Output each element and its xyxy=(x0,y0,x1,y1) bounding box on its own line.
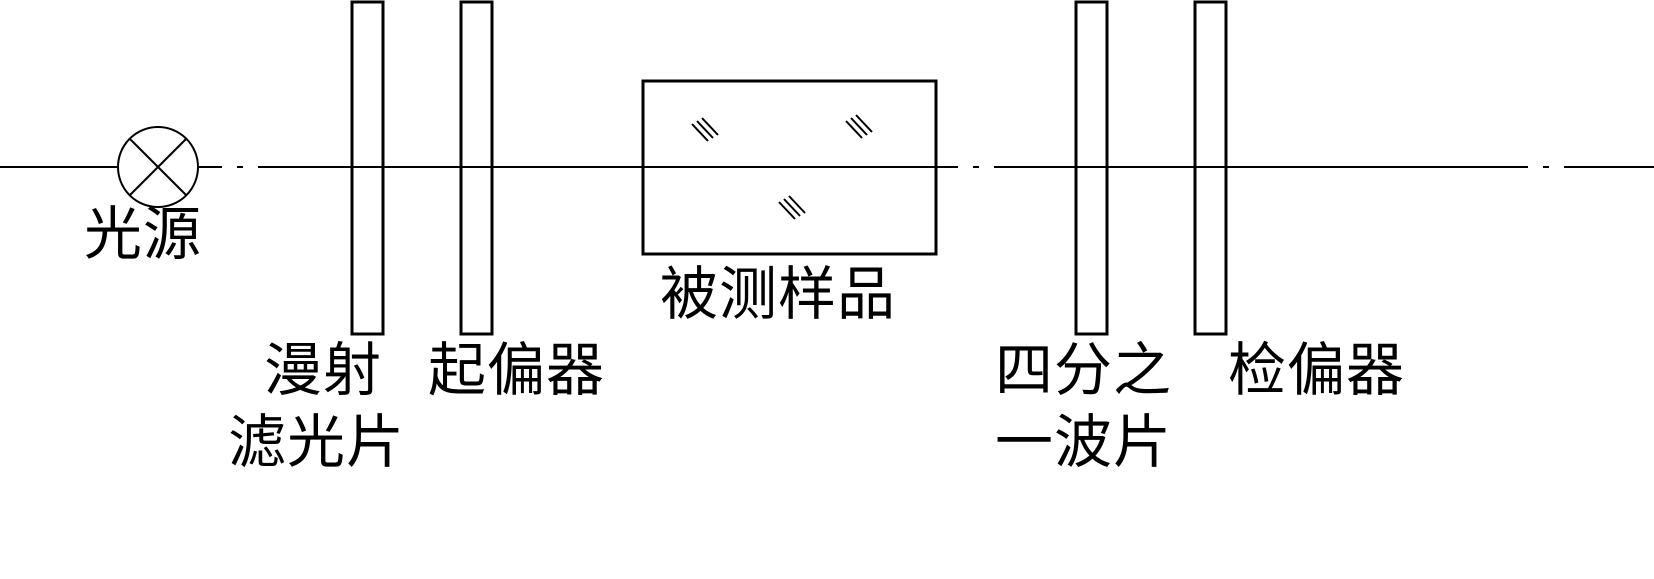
hatch-mark xyxy=(845,114,873,139)
hatch-mark xyxy=(778,195,806,220)
diffuse-filter-label-line1: 漫射 xyxy=(264,336,383,404)
polarizer-label: 起偏器 xyxy=(428,334,605,406)
light-source-label: 光源 xyxy=(84,198,202,270)
sample-label: 被测样品 xyxy=(660,258,896,330)
light-source-label-text: 光源 xyxy=(84,200,203,268)
sample-label-text: 被测样品 xyxy=(660,260,897,328)
quarter-wave-plate-label-line1: 四分之 xyxy=(995,336,1173,404)
polarizer-label-text: 起偏器 xyxy=(428,336,606,404)
quarter-wave-plate-label-line2: 一波片 xyxy=(995,408,1173,476)
analyzer-label-text: 检偏器 xyxy=(1228,336,1406,404)
light-source-icon xyxy=(117,126,199,208)
sample-hatch-marks xyxy=(691,114,873,220)
analyzer-label: 检偏器 xyxy=(1228,334,1405,406)
hatch-mark xyxy=(691,117,719,142)
diffuse-filter-label-line2: 滤光片 xyxy=(228,408,406,476)
diffuse-filter-label: 漫射 滤光片 xyxy=(228,334,405,478)
quarter-wave-plate-label: 四分之 一波片 xyxy=(995,334,1172,478)
